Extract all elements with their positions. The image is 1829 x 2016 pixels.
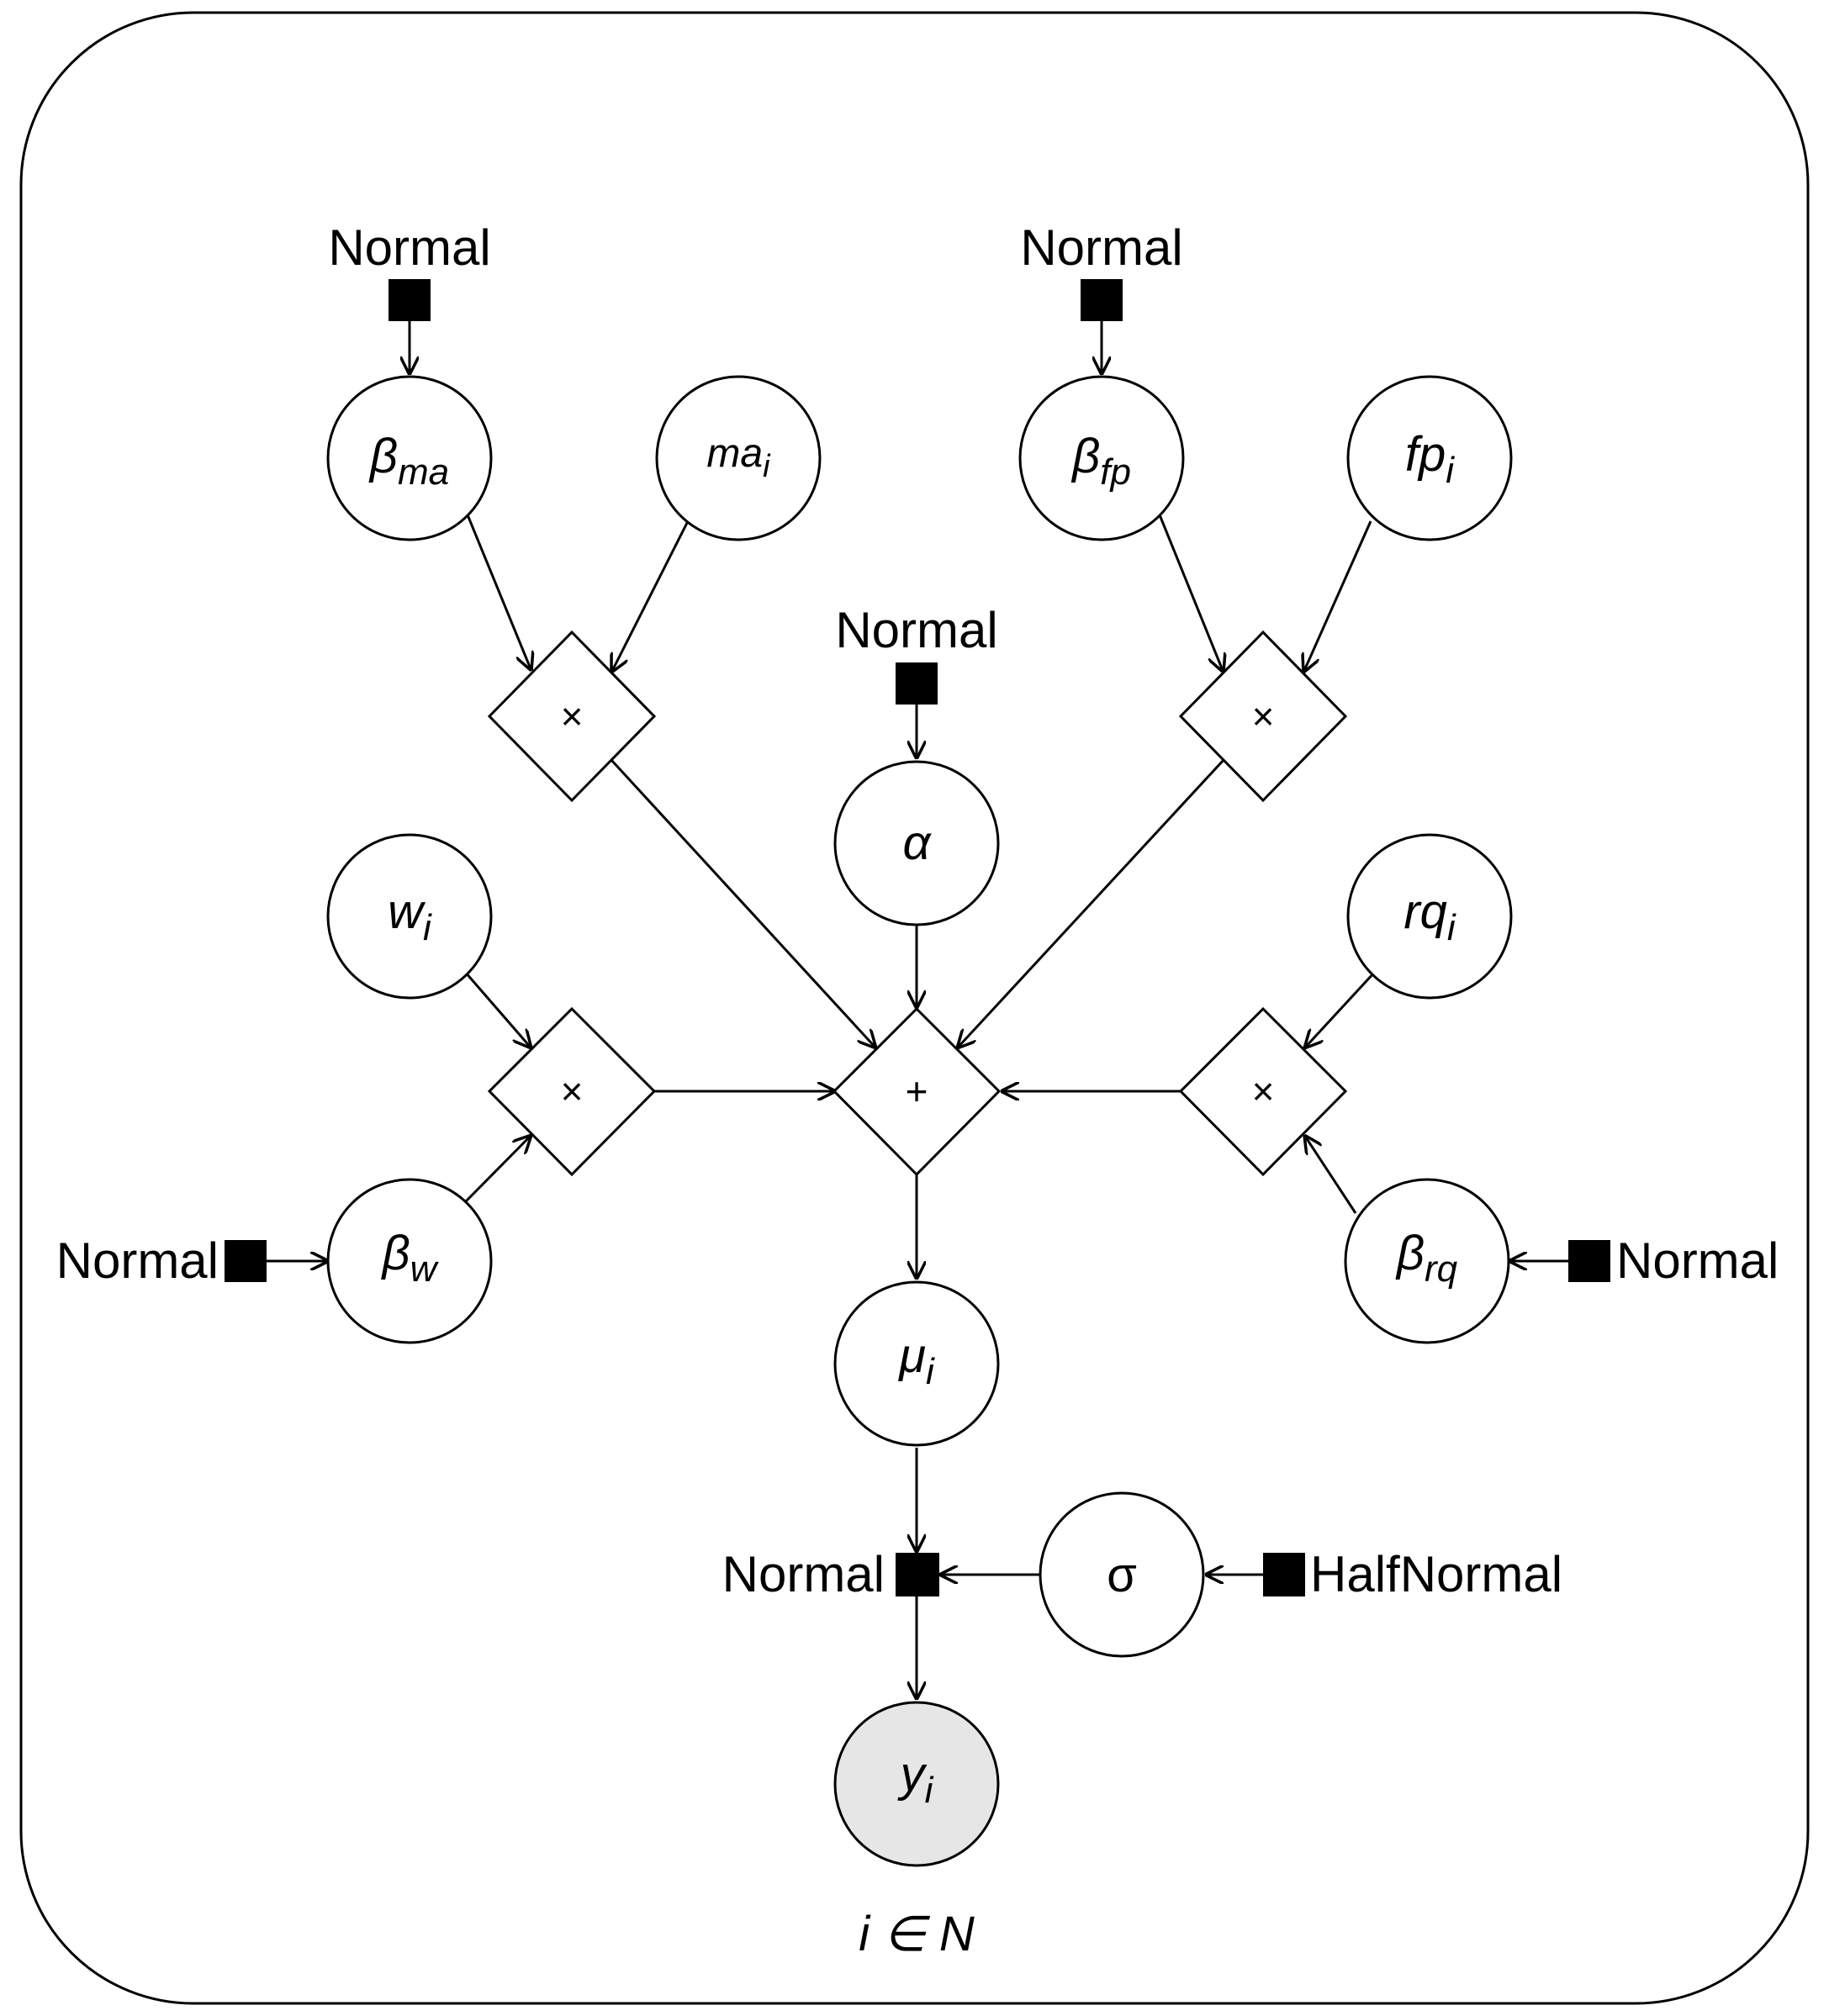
edge-times-ma-plus [610,758,876,1048]
op-times-w: × [487,1006,657,1177]
edge-beta-ma-times [465,512,531,671]
node-fp-i-symbol: fp [1405,427,1446,482]
factor-beta-w [225,1240,267,1282]
prior-label-sigma: HalfNormal [1310,1546,1562,1602]
node-beta-fp: βfp [1018,375,1185,541]
op-times-ma-symbol: × [561,694,584,738]
edge-w-i-times [463,971,531,1048]
svg-text:βma: βma [368,429,449,493]
node-beta-rq-subscript: rq [1425,1248,1458,1290]
node-ma-i: mai [655,375,822,541]
svg-text:wi: wi [388,884,432,948]
factor-beta-rq [1568,1240,1610,1282]
svg-text:fpi: fpi [1405,427,1455,491]
node-w-i-symbol: w [388,884,426,939]
prior-factors [225,279,1610,1596]
node-beta-w: βw [326,1178,493,1344]
node-alpha-symbol: α [902,815,932,870]
prior-labels: Normal Normal Normal Normal Normal Norma… [56,219,1779,1602]
edge-rq-i-times [1304,970,1377,1048]
edges [267,321,1568,1700]
prior-label-beta-rq: Normal [1616,1232,1779,1289]
node-beta-ma: βma [326,375,493,541]
node-mu-i-subscript: i [926,1351,935,1392]
factor-sigma [1263,1553,1305,1596]
op-times-rq-symbol: × [1252,1069,1275,1113]
node-y-i: yi [833,1701,1000,1867]
op-times-ma: × [487,630,657,803]
variable-nodes: βma mai βfp fpi α wi rqi βw [326,375,1513,1867]
node-beta-fp-symbol: β [1070,429,1100,483]
node-sigma-symbol: σ [1107,1548,1137,1602]
factor-alpha [896,662,938,705]
prior-label-likelihood: Normal [722,1546,885,1602]
edge-ma-i-times [611,520,690,673]
prior-label-beta-fp: Normal [1020,219,1182,276]
node-beta-ma-subscript: ma [398,451,449,493]
node-rq-i-symbol: rq [1403,884,1447,939]
node-y-i-subscript: i [925,1770,934,1811]
node-sigma: σ [1039,1491,1205,1658]
svg-text:βfp: βfp [1070,429,1131,493]
node-rq-i: rqi [1346,833,1513,1000]
node-beta-rq-symbol: β [1395,1226,1425,1280]
node-ma-i-symbol: ma [706,431,763,476]
op-times-rq: × [1178,1006,1348,1177]
node-w-i: wi [326,833,493,1000]
node-mu-i: μi [833,1280,1000,1447]
prior-label-beta-w: Normal [56,1232,219,1289]
prior-label-beta-ma: Normal [328,219,490,276]
op-times-fp-symbol: × [1252,694,1275,738]
factor-beta-ma [389,279,431,321]
svg-text:mai: mai [706,431,771,484]
svg-text:βw: βw [381,1226,440,1290]
node-fp-i: fpi [1346,375,1513,541]
op-plus: + [832,1006,1002,1177]
node-beta-fp-subscript: fp [1100,451,1131,493]
operators: × × × × + [487,630,1348,1177]
prior-label-alpha: Normal [835,602,997,658]
node-beta-w-symbol: β [381,1226,410,1280]
node-fp-i-subscript: i [1446,450,1455,491]
svg-text:yi: yi [897,1747,934,1811]
edge-beta-fp-times [1157,512,1224,673]
node-alpha: α [833,760,1000,926]
factor-likelihood [896,1553,939,1596]
svg-text:rqi: rqi [1403,884,1456,948]
plate-label: i ∈ N [859,1907,975,1961]
svg-text:μi: μi [897,1328,935,1392]
node-w-i-subscript: i [423,907,432,948]
node-beta-rq: βrq [1344,1178,1510,1344]
node-ma-i-subscript: i [763,449,771,484]
factor-beta-fp [1081,279,1123,321]
edge-beta-w-times [463,1135,531,1204]
edge-beta-rq-times [1304,1135,1357,1214]
op-times-fp: × [1178,630,1348,803]
node-mu-i-symbol: μ [897,1328,926,1383]
node-beta-w-subscript: w [410,1248,440,1290]
op-times-w-symbol: × [561,1069,584,1113]
node-rq-i-subscript: i [1447,907,1456,948]
svg-text:βrq: βrq [1395,1226,1458,1290]
op-plus-symbol: + [906,1069,928,1113]
edge-fp-i-times [1303,520,1372,673]
node-beta-ma-symbol: β [368,429,398,483]
plate-border [19,11,1810,2005]
node-y-i-symbol: y [897,1747,928,1802]
edge-times-fp-plus [957,758,1225,1048]
